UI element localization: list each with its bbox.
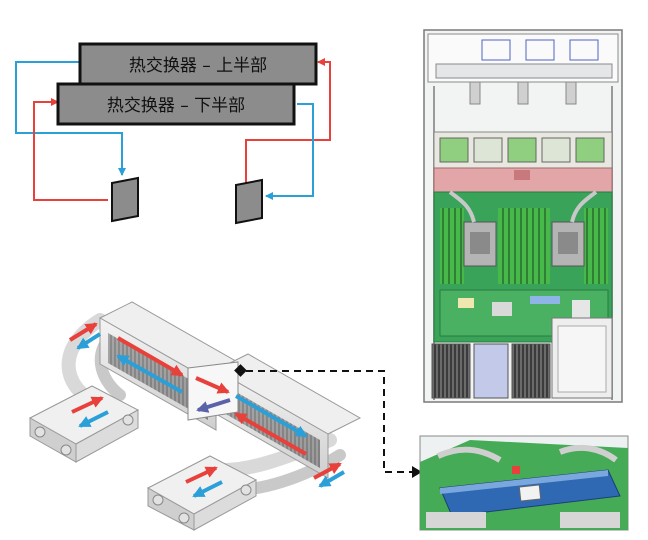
hot-flow-line-left — [33, 98, 108, 201]
screw-icon — [34, 426, 46, 438]
callout-dashed-line — [246, 370, 420, 473]
dimm-bank — [498, 208, 550, 284]
heat-exchanger-lower-box — [56, 82, 296, 126]
screw-icon — [178, 512, 190, 524]
screw-icon — [152, 494, 164, 506]
flow-arrow-icon — [116, 354, 183, 394]
heat-exchanger-upper-label: 热交换器 – 上半部 — [129, 56, 267, 76]
dimm-bank — [584, 208, 608, 284]
cold-flow-line-right — [265, 103, 314, 200]
screw-icon — [240, 484, 252, 496]
screw-icon — [60, 444, 72, 456]
schematic: 热交换器 – 上半部 热交换器 – 下半部 — [15, 42, 331, 225]
callout-link — [234, 364, 422, 478]
flow-arrow-icon — [71, 396, 104, 414]
flow-arrow-icon — [196, 398, 231, 413]
screw-icon — [122, 414, 134, 426]
psu-bay-left — [431, 343, 471, 399]
hot-flow-line-right — [245, 58, 331, 185]
callout-arrow-icon — [412, 466, 422, 478]
flow-arrow-icon — [318, 470, 346, 488]
cooling-assembly-3d — [28, 301, 362, 531]
cold-plate-3d-right-side — [193, 479, 257, 531]
dimm-bank — [440, 208, 464, 284]
cold-plate-right — [235, 178, 263, 225]
exchanger-center-housing — [187, 361, 239, 421]
psu-bay-center — [511, 343, 551, 399]
heat-exchanger-lower-label: 热交换器 – 下半部 — [107, 96, 245, 116]
flow-arrow-icon — [116, 336, 184, 377]
flow-arrow-icon — [234, 412, 307, 456]
flow-arrow-icon — [192, 480, 223, 498]
diamond-marker-icon — [234, 364, 247, 377]
cold-plate-3d-left-side — [75, 409, 139, 463]
cold-plate-left — [111, 176, 139, 223]
server-top-view — [423, 29, 623, 403]
flow-arrow-icon — [68, 322, 98, 342]
flow-arrow-icon — [313, 462, 342, 480]
heat-exchanger-upper-box — [78, 42, 318, 86]
flow-arrow-icon — [195, 376, 230, 394]
riser-left — [473, 343, 509, 399]
flow-arrow-icon — [78, 410, 109, 428]
flow-arrow-icon — [235, 394, 308, 438]
cold-flow-line-left — [15, 61, 126, 176]
flow-arrow-icon — [76, 332, 102, 350]
flow-arrow-icon — [185, 466, 218, 484]
detail-view — [419, 435, 629, 531]
